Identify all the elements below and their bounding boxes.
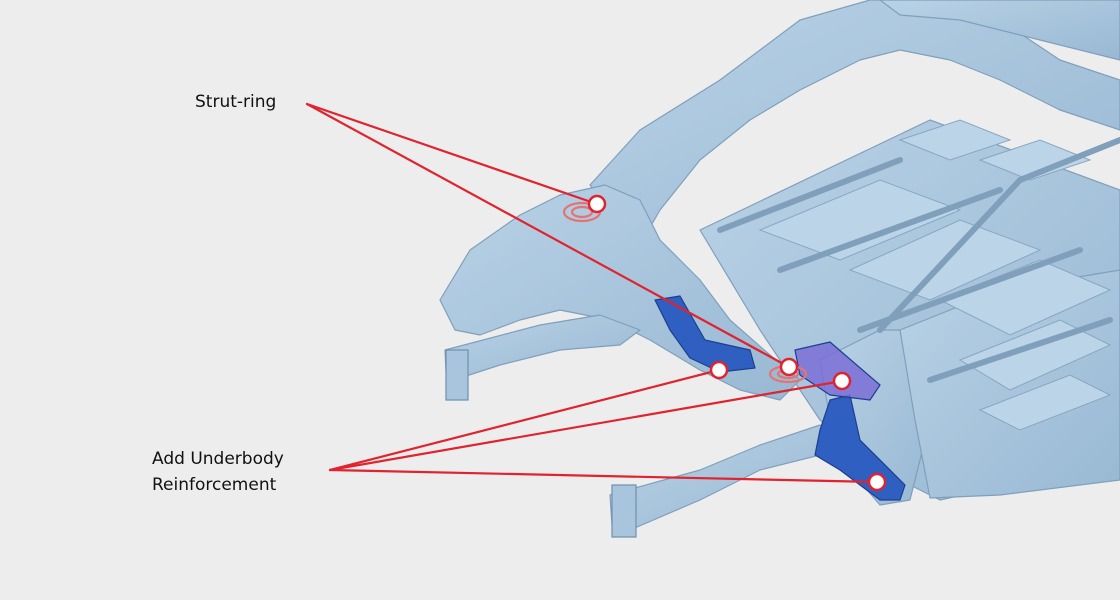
underbody-label-line-1: Add Underbody [152, 449, 284, 469]
leader-underbody-3 [328, 468, 879, 484]
marker-underbody-2 [832, 371, 852, 391]
leader-strut-ring-front [305, 102, 599, 206]
leader-underbody-1 [328, 368, 721, 472]
body-in-white [439, 0, 1120, 531]
cross-members [717, 137, 1120, 383]
callout-markers [587, 194, 887, 492]
marker-underbody-3 [867, 472, 887, 492]
leader-lines [305, 102, 879, 484]
underbody-reinforcement-label: Add Underbody Reinforcement [152, 446, 284, 498]
leader-underbody-2 [328, 379, 844, 472]
underbody-label-line-2: Reinforcement [152, 475, 277, 495]
strut-ring-label: Strut-ring [195, 89, 276, 115]
marker-strut-ring-rear [779, 357, 799, 377]
crash-boxes [445, 349, 637, 538]
marker-strut-ring-front [587, 194, 607, 214]
strut-ring-label-text: Strut-ring [195, 92, 277, 112]
leader-strut-ring-rear [305, 102, 791, 369]
marker-underbody-1 [709, 360, 729, 380]
